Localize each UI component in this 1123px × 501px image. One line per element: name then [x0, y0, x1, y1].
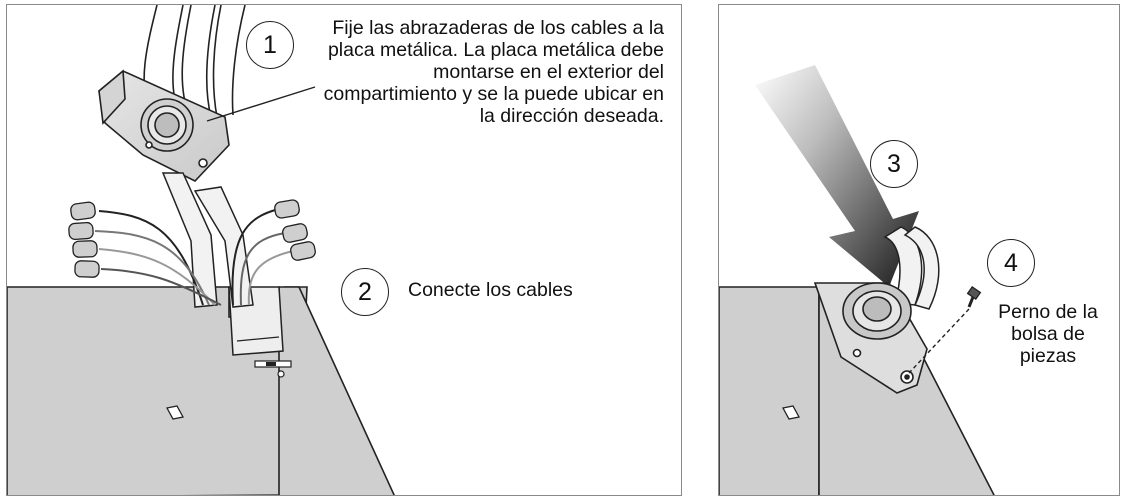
step-1-circle: 1: [246, 21, 294, 69]
step-1-text: Fije las abrazaderas de los cables a la …: [323, 17, 664, 127]
step-4-text: Perno de la bolsa de piezas: [998, 301, 1098, 367]
wires-left: [94, 210, 222, 306]
left-panel: 1 Fije las abrazaderas de los cables a l…: [6, 4, 682, 496]
cabinet-side: [278, 286, 395, 495]
wire-nuts-left: [68, 201, 100, 278]
cable-bundle-lower: [161, 172, 254, 308]
cabinet-top: [719, 286, 820, 495]
leader-line-1: [206, 86, 316, 122]
tab-mark: [782, 405, 800, 420]
step-2-circle: 2: [341, 268, 389, 316]
mounting-illustration: [719, 65, 995, 495]
metal-plate: [98, 69, 230, 182]
step-2-number: 2: [358, 277, 372, 306]
bolt-dashed-line: [908, 308, 970, 374]
step-1-number: 1: [263, 30, 277, 59]
wire-nuts-right: [274, 199, 316, 261]
step-3-circle: 3: [870, 140, 918, 188]
wiring-illustration: [7, 5, 395, 495]
wires-right: [231, 208, 294, 306]
right-panel: 3 4 Perno de la bolsa de piezas: [718, 4, 1120, 496]
direction-arrow: [755, 65, 919, 287]
step-4-circle: 4: [987, 239, 1035, 287]
step-2-text: Conecte los cables: [408, 279, 573, 301]
tab-mark: [166, 405, 184, 420]
mounted-plate: [813, 282, 928, 394]
bolt-icon: [966, 285, 982, 308]
step-4-number: 4: [1004, 248, 1018, 277]
step-3-number: 3: [887, 149, 901, 178]
incoming-cables: [143, 5, 246, 118]
